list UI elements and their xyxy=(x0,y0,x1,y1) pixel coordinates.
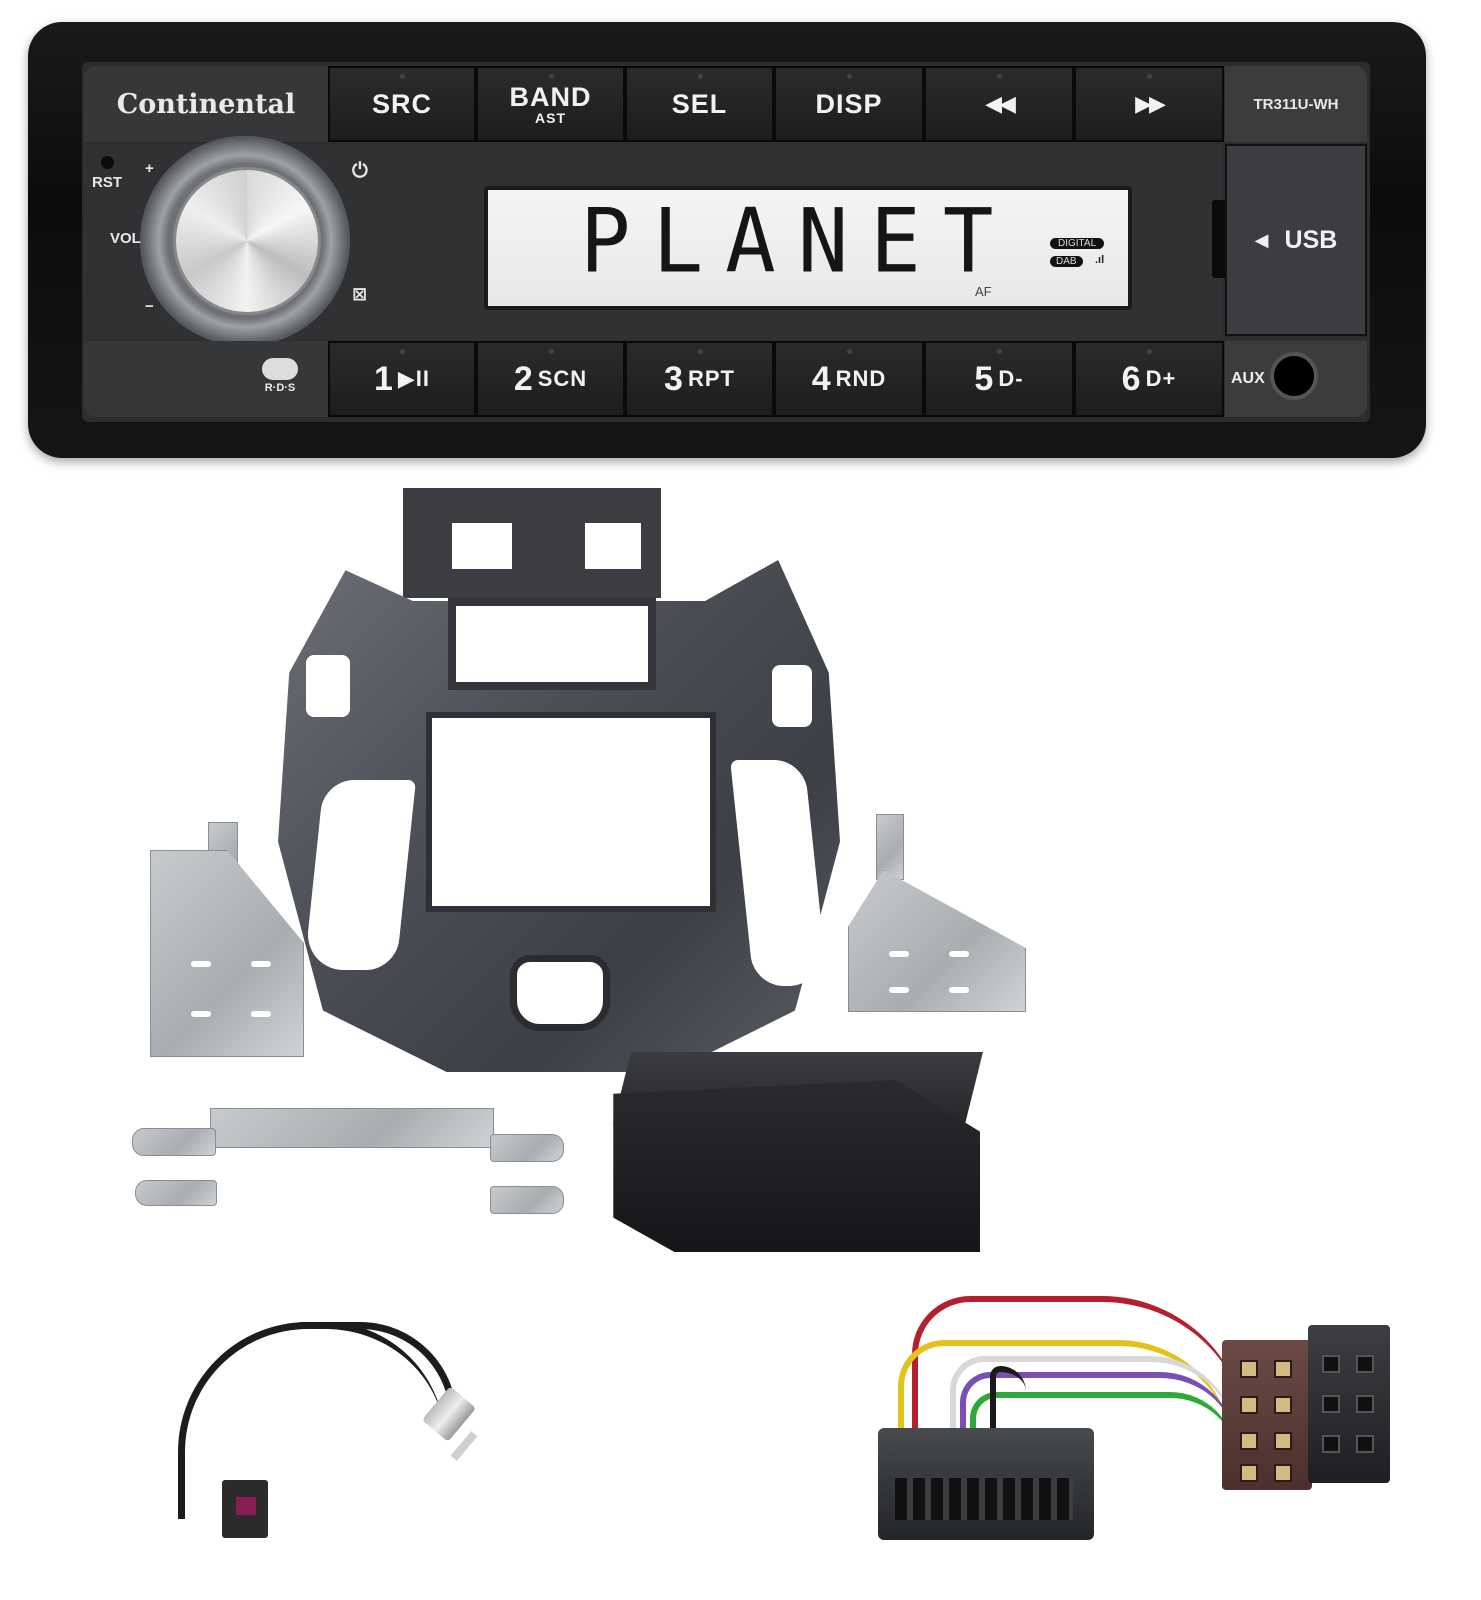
mounting-bracket-bottom xyxy=(210,1108,494,1148)
fast-forward-button[interactable]: ▶▶ xyxy=(1074,66,1224,142)
lcd-station-text: PLANET xyxy=(580,189,1016,293)
bracket-foot xyxy=(135,1180,217,1206)
fast-forward-icon: ▶▶ xyxy=(1135,91,1166,116)
play-pause-icon: ▶II xyxy=(397,366,431,391)
sel-button[interactable]: SEL xyxy=(625,66,774,142)
af-indicator: AF xyxy=(975,284,992,299)
digital-indicator: DIGITAL xyxy=(1050,238,1105,249)
model-label: TR311U-WH xyxy=(1225,66,1367,142)
wire-black xyxy=(990,1366,1026,1452)
wire-green xyxy=(970,1392,1236,1458)
rewind-button[interactable]: ◀◀ xyxy=(924,66,1074,142)
mounting-bracket-right xyxy=(848,870,1026,1012)
ford-connector-pins xyxy=(895,1478,1073,1520)
mounting-bracket-left xyxy=(150,850,304,1057)
fascia-upper-opening xyxy=(448,598,656,690)
reset-button[interactable] xyxy=(101,156,114,169)
volume-plus-label: + xyxy=(145,160,154,177)
dab-indicator: DAB xyxy=(1050,256,1083,267)
bracket-foot xyxy=(132,1128,216,1156)
aux-jack[interactable] xyxy=(1270,352,1318,400)
storage-pocket xyxy=(613,1080,980,1252)
iso-power-connector xyxy=(1308,1325,1390,1483)
wire-white xyxy=(950,1356,1236,1442)
fascia-vent-cutout-right xyxy=(772,665,812,727)
rds-icon xyxy=(262,358,298,380)
volume-knob[interactable] xyxy=(176,170,318,312)
preset-1-button[interactable]: 1▶II xyxy=(328,341,476,417)
disp-button[interactable]: DISP xyxy=(774,66,924,142)
lcd-display xyxy=(484,186,1132,310)
bracket-foot xyxy=(490,1186,564,1214)
fascia-mount-cutout xyxy=(452,523,512,569)
fascia-center-cutout xyxy=(510,955,610,1031)
wire-purple xyxy=(960,1372,1236,1448)
usb-arrow-icon: ◀ xyxy=(1254,229,1269,250)
aux-label: AUX xyxy=(1231,370,1265,387)
fascia-vent-cutout-left xyxy=(306,655,350,717)
rewind-icon: ◀◀ xyxy=(985,91,1016,116)
fascia-din-opening xyxy=(426,712,716,912)
bracket-tab-right xyxy=(876,814,904,880)
signal-strength-icon: .ıl xyxy=(1095,254,1105,266)
usb-panel: ◀ USB xyxy=(1225,144,1367,336)
din-antenna-pin xyxy=(450,1431,478,1461)
power-icon: ⏻ xyxy=(352,160,368,182)
fascia-mount-cutout xyxy=(585,523,641,569)
usb-port[interactable] xyxy=(1212,200,1226,278)
usb-label: USB xyxy=(1284,225,1338,254)
brand-logo: Continental xyxy=(84,66,328,142)
bracket-foot xyxy=(490,1134,564,1162)
iso-speaker-connector xyxy=(1222,1340,1312,1490)
reset-label: RST xyxy=(92,174,122,191)
wire-yellow xyxy=(898,1340,1234,1456)
mute-icon: ⊠ xyxy=(352,284,368,304)
volume-minus-label: − xyxy=(145,298,154,315)
rds-logo: R·D·S xyxy=(262,358,298,394)
src-button[interactable]: SRC xyxy=(328,66,476,142)
volume-label: VOL xyxy=(110,230,141,247)
fakra-connector-key xyxy=(236,1497,256,1515)
